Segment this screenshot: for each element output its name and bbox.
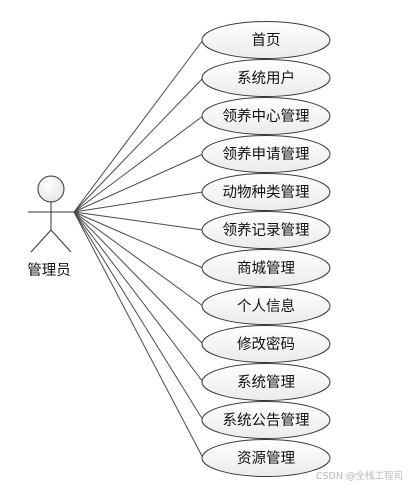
use-case: 动物种类管理 [201, 173, 331, 211]
association-lines [73, 39, 204, 459]
association-line [73, 115, 204, 213]
use-case: 资源管理 [201, 439, 331, 477]
actor-admin: 管理员 [27, 175, 74, 279]
use-case: 领养中心管理 [201, 97, 331, 135]
actor-right-leg [50, 229, 72, 253]
use-case-list: 首页系统用户领养中心管理领养申请管理动物种类管理领养记录管理商城管理个人信息修改… [201, 21, 331, 477]
association-line [73, 211, 204, 307]
actor-left-leg [30, 229, 52, 253]
association-line [73, 211, 204, 421]
association-line [73, 77, 204, 213]
watermark: CSDN @全栈工程司 [316, 470, 403, 482]
use-case-ellipse [201, 325, 331, 363]
use-case-ellipse [201, 287, 331, 325]
use-case-label: 动物种类管理 [223, 184, 310, 201]
use-case: 修改密码 [201, 325, 331, 363]
association-line [73, 211, 204, 231]
use-case-ellipse [201, 363, 331, 401]
use-case-label: 修改密码 [237, 336, 295, 353]
use-case-label: 系统公告管理 [223, 412, 310, 429]
use-case-ellipse [201, 439, 331, 477]
actor-label: 管理员 [27, 262, 71, 279]
association-line [73, 211, 204, 345]
use-case-label: 首页 [252, 32, 281, 49]
use-case-ellipse [201, 249, 331, 287]
use-case-label: 领养中心管理 [223, 108, 310, 125]
use-case-label: 个人信息 [237, 298, 295, 315]
use-case-ellipse [201, 401, 331, 439]
use-case-ellipse [201, 211, 331, 249]
use-case-ellipse [201, 135, 331, 173]
use-case: 首页 [201, 21, 331, 59]
association-line [73, 39, 204, 213]
use-case-ellipse [201, 173, 331, 211]
use-case: 领养记录管理 [201, 211, 331, 249]
use-case: 个人信息 [201, 287, 331, 325]
use-case-label: 资源管理 [237, 450, 295, 467]
association-line [73, 191, 204, 213]
use-case-ellipse [201, 59, 331, 97]
use-case: 系统用户 [201, 59, 331, 97]
use-case-ellipse [201, 97, 331, 135]
use-case-label: 商城管理 [237, 260, 295, 277]
use-case: 系统公告管理 [201, 401, 331, 439]
use-case-label: 领养申请管理 [223, 146, 310, 163]
use-case-label: 领养记录管理 [223, 222, 310, 239]
use-case-label: 系统用户 [237, 70, 295, 87]
use-case: 领养申请管理 [201, 135, 331, 173]
association-line [73, 153, 204, 213]
use-case: 商城管理 [201, 249, 331, 287]
association-line [73, 211, 204, 269]
use-case: 系统管理 [201, 363, 331, 401]
actor-head [37, 175, 65, 203]
use-case-ellipse [201, 21, 331, 59]
use-case-label: 系统管理 [237, 374, 295, 391]
association-line [73, 211, 204, 383]
association-line [73, 211, 204, 459]
